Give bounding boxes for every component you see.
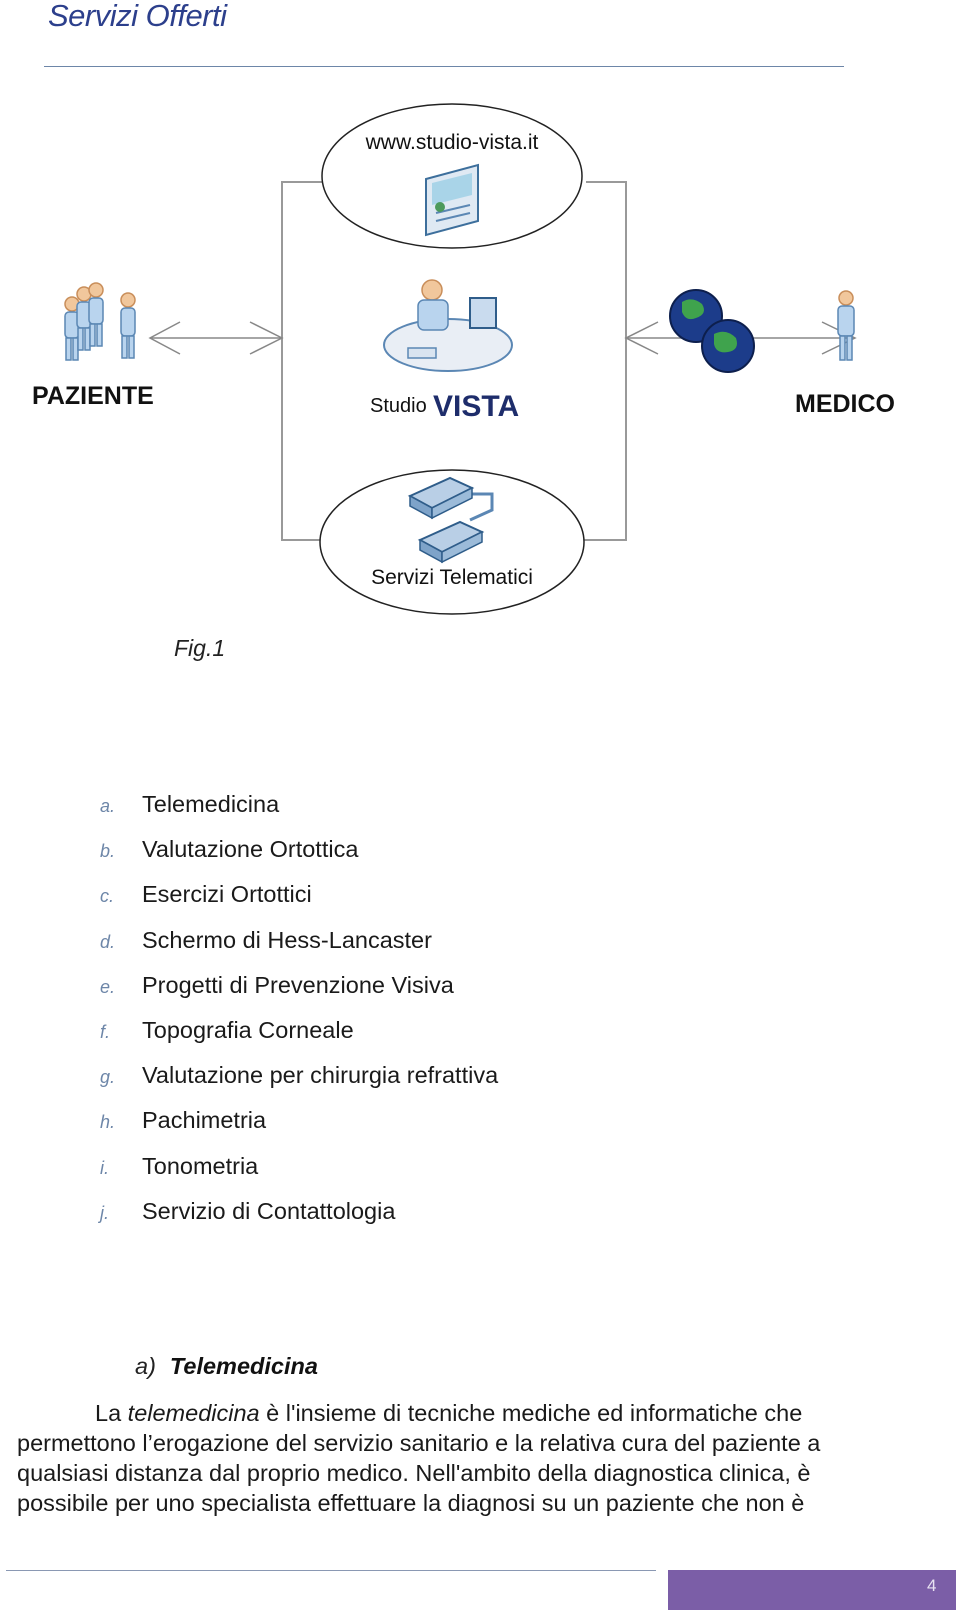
list-marker: e.: [100, 976, 116, 997]
section-letter: a): [135, 1353, 156, 1379]
list-item-label: Pachimetria: [142, 1107, 267, 1134]
list-item-label: Schermo di Hess-Lancaster: [142, 926, 432, 953]
paragraph-line: qualsiasi distanza dal proprio medico. N…: [17, 1460, 811, 1486]
footer-divider: [6, 1570, 656, 1571]
list-item: h. Pachimetria: [100, 1107, 498, 1152]
figure-caption: Fig.1: [174, 635, 226, 661]
list-item: g. Valutazione per chirurgia refrattiva: [100, 1062, 498, 1107]
list-marker: d.: [100, 931, 116, 952]
list-item: c. Esercizi Ortottici: [100, 881, 498, 926]
patients-group-icon: [64, 282, 136, 361]
telephones-icon: [407, 476, 494, 564]
footer-bar: [668, 1570, 956, 1610]
studio-logo-word: Studio: [370, 395, 427, 417]
paragraph-text: è l'insieme di tecniche mediche ed infor…: [259, 1400, 803, 1426]
list-marker: g.: [100, 1067, 116, 1088]
telematici-label: Servizi Telematici: [371, 566, 533, 589]
list-item-label: Servizio di Contattologia: [142, 1197, 396, 1224]
list-item-label: Topografia Corneale: [142, 1016, 354, 1043]
list-marker: b.: [100, 841, 116, 862]
paragraph-line: possibile per uno specialista effettuare…: [17, 1490, 805, 1516]
medico-label: MEDICO: [795, 390, 895, 418]
list-item-label: Valutazione per chirurgia refrattiva: [142, 1062, 499, 1089]
list-item: e. Progetti di Prevenzione Visiva: [100, 972, 498, 1017]
list-marker: i.: [100, 1157, 109, 1178]
list-item: f. Topografia Corneale: [100, 1017, 498, 1062]
list-item: i. Tonometria: [100, 1153, 498, 1198]
list-item: d. Schermo di Hess-Lancaster: [100, 927, 498, 972]
list-item: b. Valutazione Ortottica: [100, 836, 498, 881]
services-list: a. Telemedicina b. Valutazione Ortottica c…: [100, 791, 498, 1243]
title-divider: [44, 66, 844, 67]
list-item: a. Telemedicina: [100, 791, 498, 836]
paragraph-emphasis: telemedicina: [127, 1400, 260, 1426]
paragraph-line: La telemedicina è l'insieme di tecniche …: [17, 1398, 902, 1428]
arrow-left: [148, 321, 284, 355]
list-marker: h.: [100, 1112, 116, 1133]
paragraph-text: La: [95, 1400, 128, 1426]
list-item-label: Progetti di Prevenzione Visiva: [142, 971, 454, 998]
vista-logo-word: VISTA: [433, 390, 519, 423]
list-marker: f.: [100, 1021, 111, 1042]
connector-lines: [281, 181, 627, 541]
list-marker: a.: [100, 796, 116, 816]
list-item-label: Valutazione Ortottica: [142, 836, 359, 863]
section-title: Telemedicina: [169, 1353, 318, 1379]
paragraph-line: permettono l’erogazione del servizio san…: [17, 1430, 821, 1456]
list-marker: j.: [100, 1202, 109, 1223]
list-item: j. Servizio di Contattologia: [100, 1198, 498, 1243]
web-label: www.studio-vista.it: [365, 131, 539, 154]
globes-icon: [669, 289, 755, 373]
page-number: 4: [927, 1576, 937, 1595]
list-item-label: Esercizi Ortottici: [142, 881, 312, 908]
list-item-label: Tonometria: [142, 1152, 259, 1179]
doctor-icon: [837, 290, 855, 361]
operator-desk-icon: [383, 279, 513, 372]
section-paragraph: La telemedicina è l'insieme di tecniche …: [17, 1398, 902, 1518]
page-title: Servizi Offerti: [48, 0, 227, 33]
list-marker: c.: [100, 886, 115, 907]
list-item-label: Telemedicina: [142, 791, 280, 817]
section-heading: a) Telemedicina: [135, 1353, 318, 1380]
service-diagram: www.studio-vista.it Servizi Telematici: [32, 103, 895, 615]
paziente-label: PAZIENTE: [32, 382, 154, 410]
website-screen-icon: [425, 163, 479, 237]
